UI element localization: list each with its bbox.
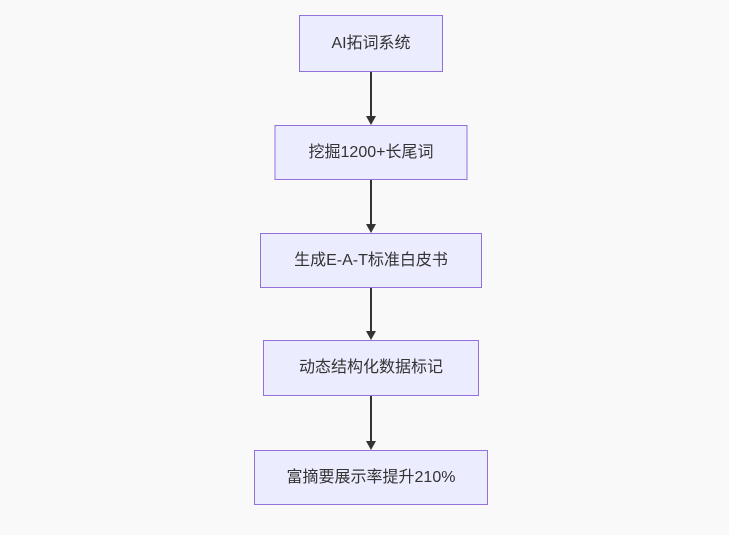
arrow-line [370,396,372,442]
flowchart-node-longtail-mining: 挖掘1200+长尾词 [274,125,468,180]
flowchart-node-ai-word-system: AI拓词系统 [299,15,443,72]
arrowhead-icon [366,224,376,233]
flowchart-node-rich-snippet-result: 富摘要展示率提升210% [254,450,488,505]
node-label: 生成E-A-T标准白皮书 [294,251,448,269]
node-label: 动态结构化数据标记 [298,359,443,377]
node-label: 挖掘1200+长尾词 [308,143,434,161]
flowchart-node-structured-data: 动态结构化数据标记 [263,340,479,396]
arrow-down-icon [366,72,376,125]
arrow-down-icon [366,396,376,450]
node-label: AI拓词系统 [331,34,411,52]
arrow-line [370,180,372,225]
arrowhead-icon [366,441,376,450]
arrow-down-icon [366,288,376,340]
arrowhead-icon [366,116,376,125]
arrow-line [370,288,372,332]
arrow-down-icon [366,180,376,233]
arrowhead-icon [366,331,376,340]
flowchart-node-eat-whitepaper: 生成E-A-T标准白皮书 [260,233,482,288]
arrow-line [370,72,372,117]
node-label: 富摘要展示率提升210% [286,468,456,486]
